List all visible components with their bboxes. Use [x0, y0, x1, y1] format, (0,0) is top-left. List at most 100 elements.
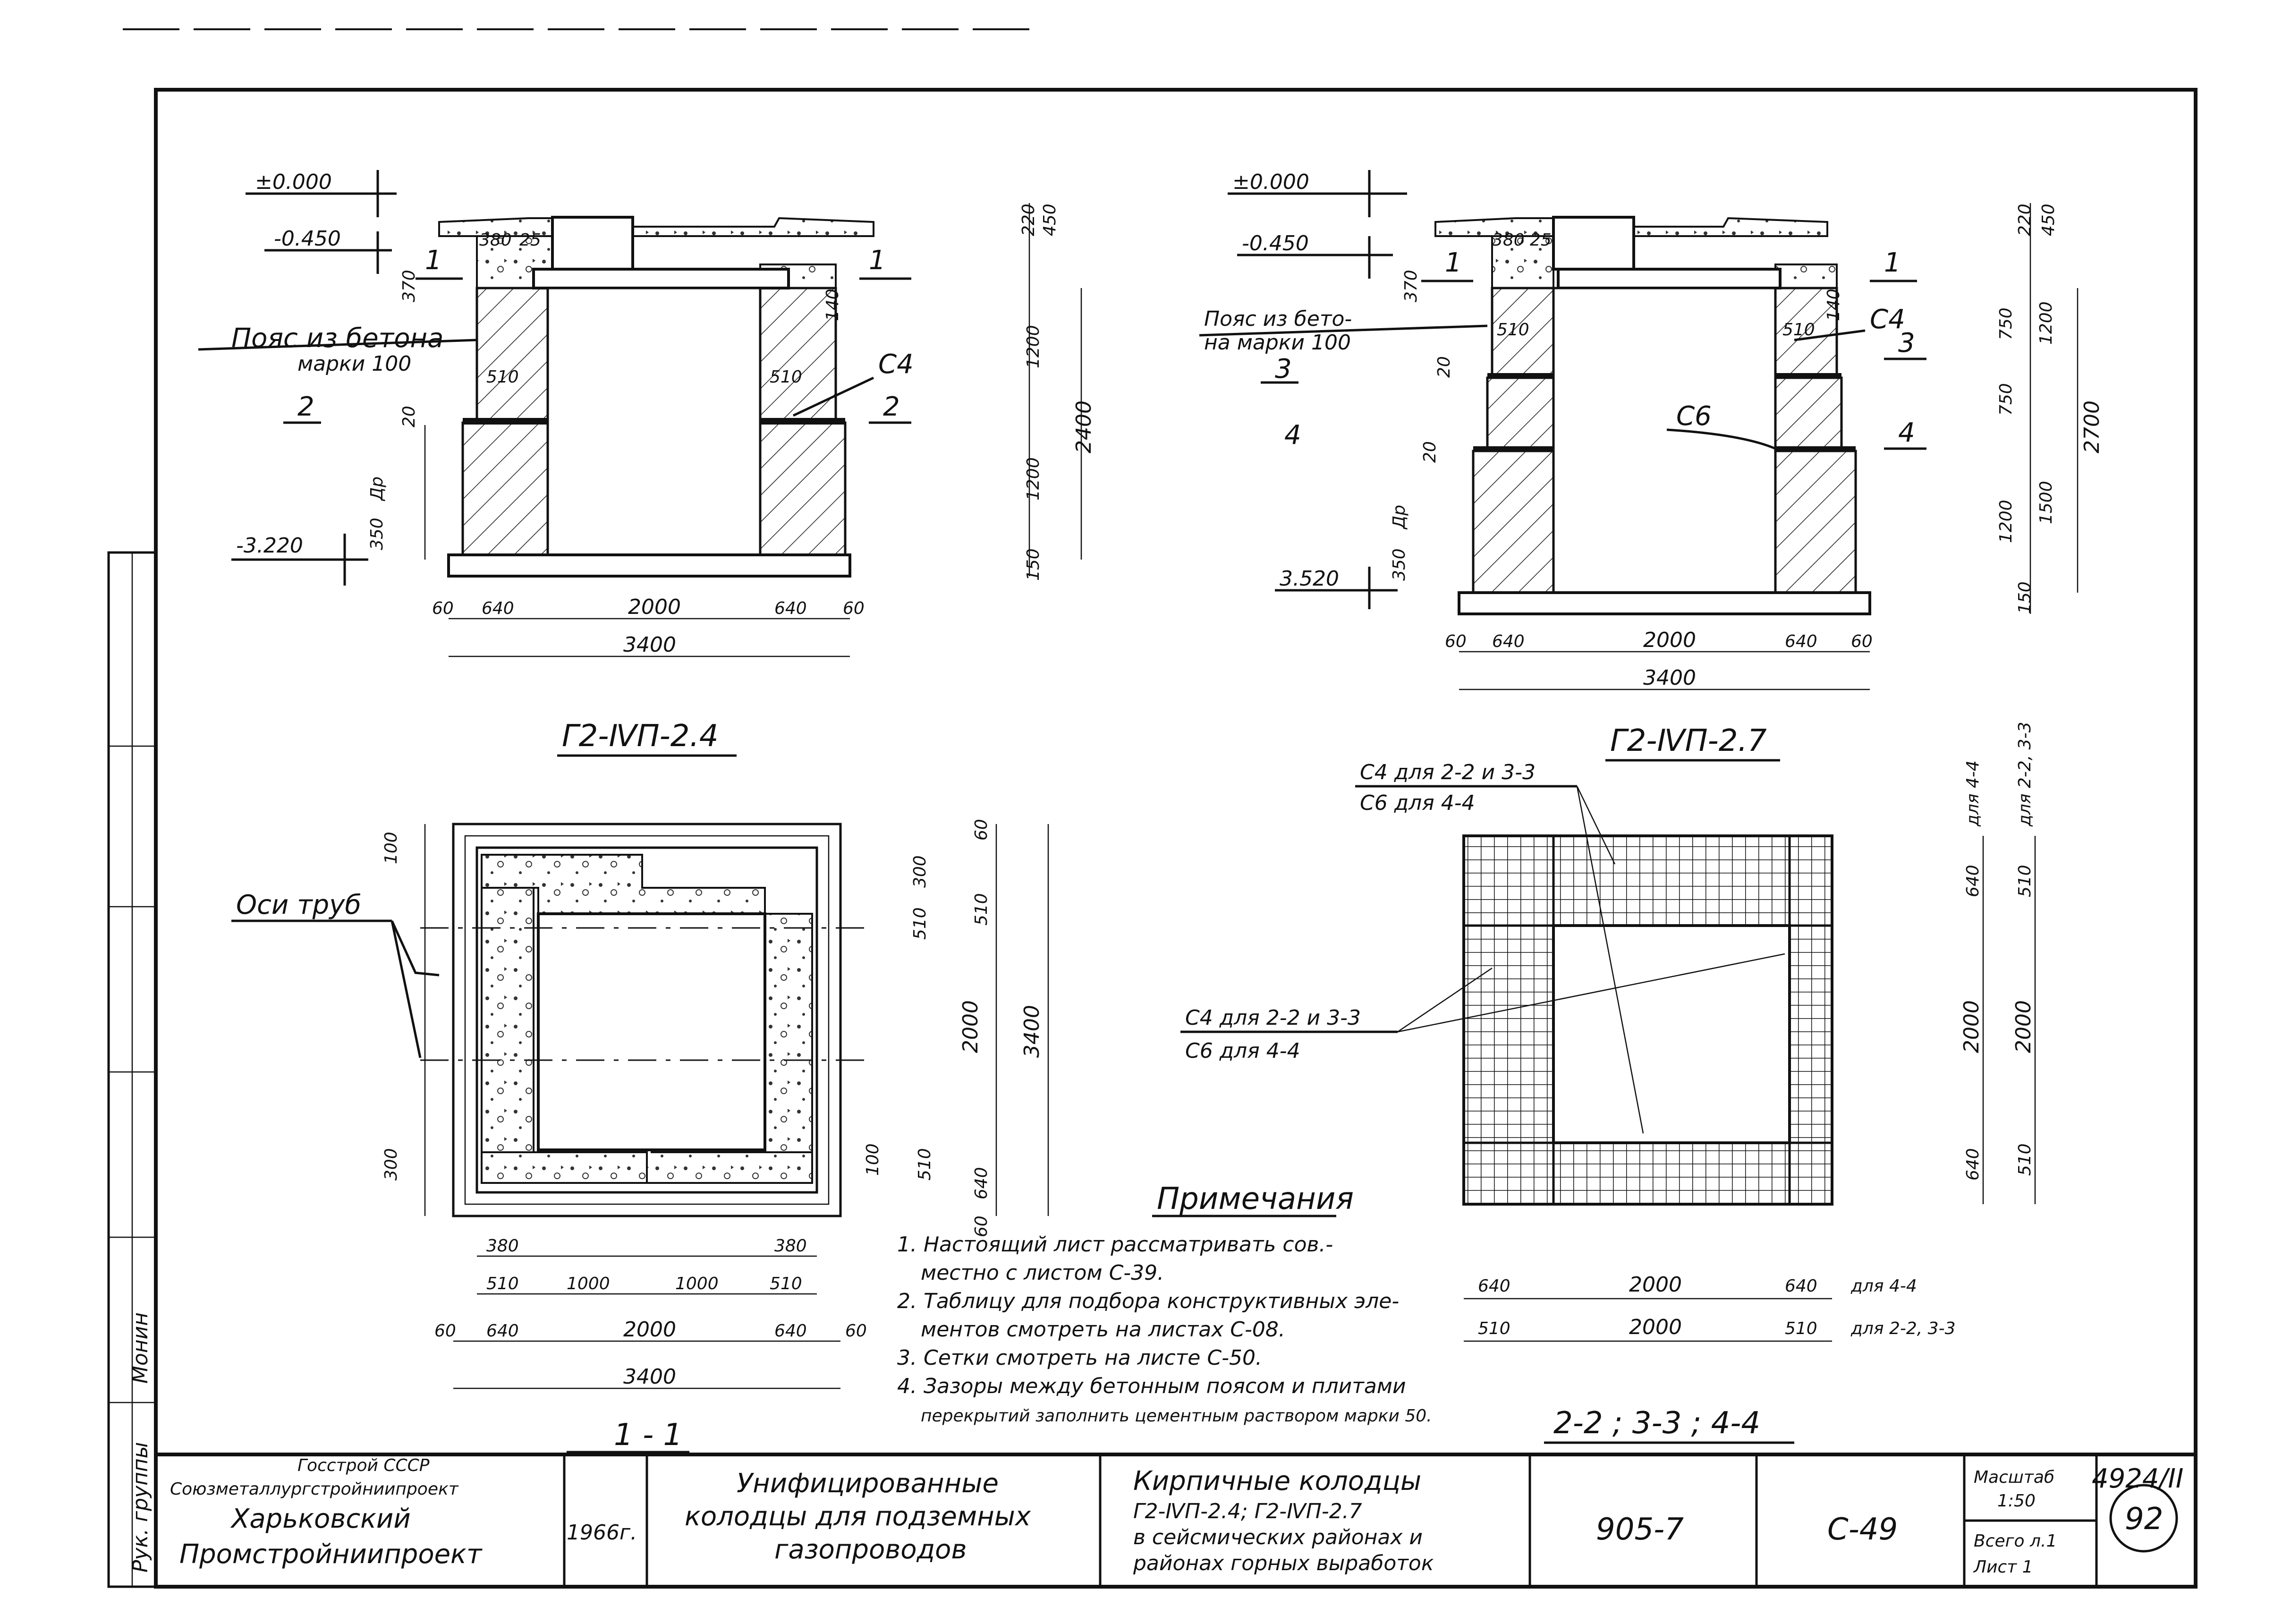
mesh-left-label-2: С6 для 4-4 [1185, 1039, 1300, 1063]
mesh-bdim-2000a: 2000 [1629, 1273, 1682, 1297]
org-line-3: Харьковский [230, 1504, 411, 1534]
section-mark-2a: 2 [297, 391, 314, 422]
section-mark-3b: 3 [1898, 328, 1915, 358]
cut-marker-1d: 1 [1884, 247, 1901, 278]
notes-title: Примечания [1157, 1182, 1354, 1216]
plan-rdim-60b: 60 [972, 1216, 991, 1237]
mesh-rdim-510a: 510 [2015, 865, 2035, 897]
org-line-2: Союзметаллургстройниипроект [170, 1479, 459, 1499]
dim-510b: 510 [770, 367, 802, 387]
mesh-bdim-2000b: 2000 [1629, 1315, 1682, 1339]
plan-idim-510b: 510 [915, 1148, 934, 1181]
bdim-60a: 60 [432, 599, 454, 618]
bdim-r-3400: 3400 [1643, 666, 1696, 690]
dim-25-r: 25 [1530, 230, 1552, 250]
series-number: 905-7 [1596, 1512, 1684, 1547]
belt-label-1: Пояс из бетона [231, 323, 443, 354]
pipe-axes-label: Оси труб [236, 890, 361, 920]
level-minus-0450-r: -0.450 [1242, 231, 1309, 255]
dim-510b-r: 510 [1782, 320, 1815, 340]
rdim-150: 150 [1024, 548, 1043, 581]
plan-ldim-100: 100 [382, 832, 401, 864]
mesh-bdim-510b: 510 [1785, 1319, 1817, 1338]
mesh-top-label-2: С6 для 4-4 [1360, 791, 1475, 815]
rdim-450: 450 [1040, 204, 1060, 236]
rdim-2400: 2400 [1072, 400, 1096, 453]
caption-g2-4p-2-4: Г2-ⅣП-2.4 [562, 719, 719, 754]
dim-140-r: 140 [1824, 289, 1843, 321]
plan-idim-300: 300 [910, 855, 930, 888]
rdim-r-750b: 750 [1996, 383, 2016, 416]
note-line-2: местно с листом С-39. [921, 1261, 1164, 1285]
mesh-rdim-2000a: 2000 [1960, 1000, 1984, 1053]
bdim-r-60b: 60 [1851, 632, 1873, 651]
note-line-4: ментов смотреть на листах С-08. [921, 1318, 1285, 1342]
rdim-r-450: 450 [2039, 204, 2058, 236]
dim-140: 140 [823, 289, 842, 321]
rdim-1200b: 1200 [1024, 457, 1043, 501]
project-line-1: Унифицированные [737, 1468, 999, 1499]
caption-1-1: 1 - 1 [614, 1418, 682, 1453]
page-number: 92 [2125, 1502, 2163, 1537]
section-mark-4a: 4 [1284, 420, 1301, 451]
plan-bdim-60b: 60 [845, 1321, 867, 1341]
scale-value: 1:50 [1997, 1491, 2036, 1511]
mesh-rdim-640a: 640 [1963, 865, 1983, 897]
section-mark-2b: 2 [883, 391, 900, 422]
side-stamp-role: Рук. группы [128, 1442, 153, 1573]
bdim-640a: 640 [482, 599, 514, 618]
rdim-r-1200: 1200 [1996, 500, 2016, 543]
plan-bdim-1000a: 1000 [567, 1274, 610, 1293]
belt-label-r1: Пояс из бето- [1204, 307, 1352, 331]
total-sheets: Всего л.1 [1974, 1531, 2057, 1551]
plan-bdim-640a: 640 [486, 1321, 519, 1341]
drawing-line-4: районах горных выработок [1133, 1551, 1434, 1575]
plan-rdim-640: 640 [972, 1167, 991, 1199]
belt-label-r2: на марки 100 [1204, 331, 1351, 355]
rdim-r-220: 220 [2015, 204, 2035, 236]
dim-dp-r: Дp [1390, 505, 1409, 530]
title-block: Госстрой СССР Союзметаллургстройниипроек… [154, 1453, 2198, 1589]
mesh-bdim-for22: для 2-2, 3-3 [1850, 1319, 1955, 1338]
dim-20b-r: 20 [1420, 441, 1440, 463]
title-year: 1966г. [567, 1521, 637, 1545]
dim-350: 350 [367, 518, 387, 550]
dim-510a: 510 [486, 367, 519, 387]
dim-dp: Дp [367, 476, 387, 502]
dim-370-r: 370 [1401, 270, 1421, 302]
plan-rdim-3400: 3400 [1020, 1005, 1044, 1058]
project-line-3: газопроводов [774, 1534, 967, 1565]
level-0: ±0.000 [255, 170, 332, 194]
dim-25: 25 [519, 230, 541, 250]
plan-bdim-510a: 510 [486, 1274, 519, 1293]
mesh-c4-r: С4 [1870, 304, 1905, 335]
plan-rdim-510: 510 [972, 893, 991, 926]
plan-bdim-1000b: 1000 [675, 1274, 719, 1293]
mesh-bdim-for44: для 4-4 [1850, 1276, 1917, 1296]
bdim-60b: 60 [843, 599, 865, 618]
side-stamp: Рук. группы Монин [107, 551, 157, 1588]
plan-ldim-300: 300 [382, 1148, 401, 1181]
rdim-r-750a: 750 [1996, 307, 2016, 340]
mesh-left-label-1: С4 для 2-2 и 3-3 [1185, 1006, 1361, 1030]
mesh-rhead-2: для 2-2, 3-3 [2015, 722, 2035, 827]
caption-g2-4p-2-7: Г2-ⅣП-2.7 [1610, 723, 1767, 758]
org-line-1: Госстрой СССР [297, 1456, 430, 1475]
note-line-5: 3. Сетки смотреть на листе С-50. [897, 1346, 1262, 1370]
mesh-bdim-510a: 510 [1478, 1319, 1510, 1338]
mesh-rhead-1: для 4-4 [1963, 760, 1983, 827]
rdim-r2-1200: 1200 [2036, 301, 2056, 345]
plan-rdim-2000: 2000 [959, 1000, 983, 1053]
sheet-code: 4924/II [2092, 1463, 2183, 1494]
mesh-top-label-1: С4 для 2-2 и 3-3 [1360, 760, 1536, 784]
level-bottom: -3.220 [236, 534, 303, 558]
plan-bdim-510b: 510 [770, 1274, 802, 1293]
project-line-2: колодцы для подземных [685, 1501, 1031, 1532]
mesh-c4: С4 [878, 349, 914, 380]
bdim-r-2000: 2000 [1643, 628, 1696, 652]
mesh-rdim-640b: 640 [1963, 1148, 1983, 1181]
mesh-c6: С6 [1676, 401, 1712, 432]
dim-370: 370 [399, 270, 419, 302]
plan-1-1: Оси труб 100 300 300 510 100 510 60 510 … [231, 819, 1049, 1454]
